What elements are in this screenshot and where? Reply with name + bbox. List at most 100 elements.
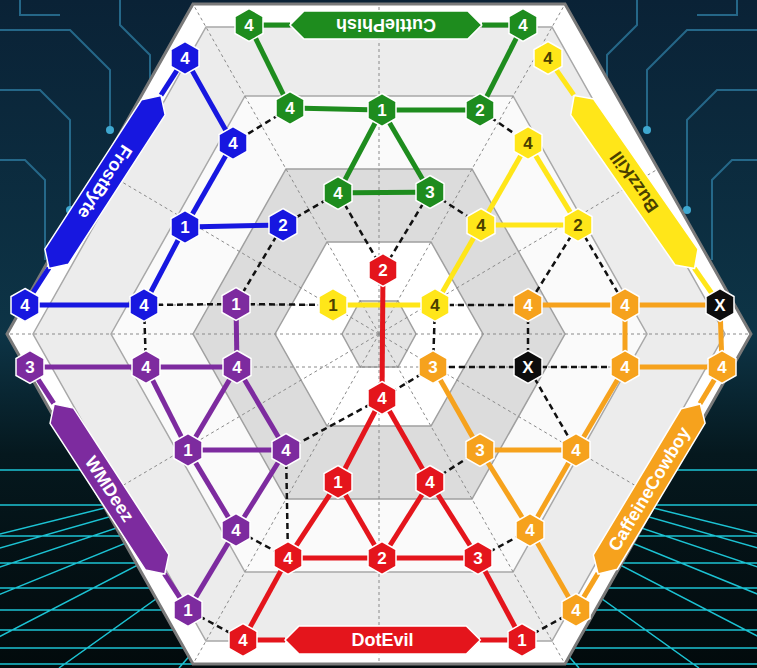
dashed-link <box>585 236 619 294</box>
route-line <box>380 283 386 385</box>
dashed-link <box>144 318 145 354</box>
hex-outline <box>272 434 300 467</box>
hex-outline <box>514 289 542 322</box>
dashed-link <box>535 378 570 438</box>
hex-outline <box>419 351 447 384</box>
route-line <box>395 108 467 113</box>
route-line <box>389 121 424 181</box>
tile-number: 3 <box>473 550 482 567</box>
number-hex: 4 <box>420 288 450 322</box>
route-line <box>159 365 224 370</box>
number-hex: 4 <box>221 513 251 547</box>
tile-number: 4 <box>425 474 434 491</box>
tile-number: 4 <box>238 632 247 649</box>
hex-outline <box>421 289 449 322</box>
tile-number: 4 <box>717 359 726 376</box>
route-line <box>583 378 619 439</box>
tile-number: 1 <box>231 296 240 313</box>
number-hex: 4 <box>610 288 640 322</box>
number-hex: 4 <box>508 8 538 42</box>
route-line <box>345 493 376 546</box>
number-hex: 4 <box>533 41 563 75</box>
tile-number: 4 <box>518 17 527 34</box>
hex-outline <box>276 92 304 125</box>
number-hex: 1 <box>173 593 203 627</box>
hex-outline <box>11 289 39 322</box>
hex-outline <box>467 209 495 242</box>
tile-number: 3 <box>25 359 34 376</box>
route-line <box>243 461 279 519</box>
tile-number: 4 <box>180 50 189 67</box>
banner-outline <box>586 396 712 581</box>
tile-number: 4 <box>377 390 386 407</box>
hex-outline <box>708 351 736 384</box>
tile-number: 4 <box>476 217 485 234</box>
tile-number: 3 <box>428 359 437 376</box>
number-hex: 1 <box>173 433 203 467</box>
hex-outline <box>509 9 537 42</box>
player-banner: BuzzKill <box>562 87 705 276</box>
number-hex: 4 <box>367 381 397 415</box>
route-line <box>480 638 509 643</box>
route-line <box>536 541 569 598</box>
hex-outline <box>235 9 263 42</box>
tile-number: 4 <box>283 550 292 567</box>
route-line <box>344 410 376 471</box>
tile-number: 4 <box>139 297 148 314</box>
number-hex: 1 <box>367 93 397 127</box>
route-line <box>152 379 182 439</box>
dashed-link <box>533 616 564 633</box>
tile-number: X <box>522 359 533 376</box>
dashed-link <box>249 303 320 306</box>
number-hex: 4 <box>131 350 161 384</box>
route-line <box>541 303 612 308</box>
hex-outline <box>562 594 590 627</box>
number-hex: 1 <box>507 623 537 657</box>
connector-group <box>32 25 722 640</box>
tile-number: 4 <box>281 442 290 459</box>
dashed-link <box>286 463 288 545</box>
banner-outline <box>290 11 482 39</box>
board-outline <box>7 4 751 664</box>
dashed-link <box>441 199 470 218</box>
tile-number: 1 <box>377 102 386 119</box>
route-line <box>439 378 473 438</box>
dashed-link <box>199 616 231 634</box>
hex-outline <box>611 289 639 322</box>
tile-number: 1 <box>517 632 526 649</box>
tile-number: 4 <box>20 297 29 314</box>
route-line <box>536 461 569 518</box>
hex-outline <box>132 351 160 384</box>
tile-number: 4 <box>141 359 150 376</box>
hex-outline <box>222 514 250 547</box>
number-hex: 1 <box>323 465 353 499</box>
hex-outline <box>464 542 492 575</box>
number-hex: 4 <box>234 8 264 42</box>
number-hex: 4 <box>610 350 640 384</box>
number-hex: 1 <box>221 287 251 321</box>
number-hex: 4 <box>273 541 303 575</box>
player-name: CaffeineCowboy <box>605 423 693 553</box>
hex-outline <box>229 624 257 657</box>
route-line <box>301 556 369 561</box>
number-hex: 3 <box>415 175 445 209</box>
tile-number: 4 <box>228 135 237 152</box>
tile-number: 4 <box>232 359 241 376</box>
player-banner: WMDeez <box>42 396 176 581</box>
route-line <box>623 318 628 354</box>
number-hex: 4 <box>513 126 543 160</box>
tile-number: 1 <box>180 219 189 236</box>
tile-number: 4 <box>244 17 253 34</box>
route-line <box>388 409 423 470</box>
dashed-link <box>448 304 515 307</box>
circuit-pad <box>106 126 114 134</box>
number-hex: 4 <box>170 41 200 75</box>
player-banner: CuttlePhish <box>290 11 482 39</box>
hex-outline <box>319 289 347 322</box>
circuit-pad <box>643 126 651 134</box>
route-line <box>37 378 54 404</box>
number-hex: 2 <box>368 253 398 287</box>
hex-outline <box>171 211 199 244</box>
route-line <box>255 37 284 97</box>
